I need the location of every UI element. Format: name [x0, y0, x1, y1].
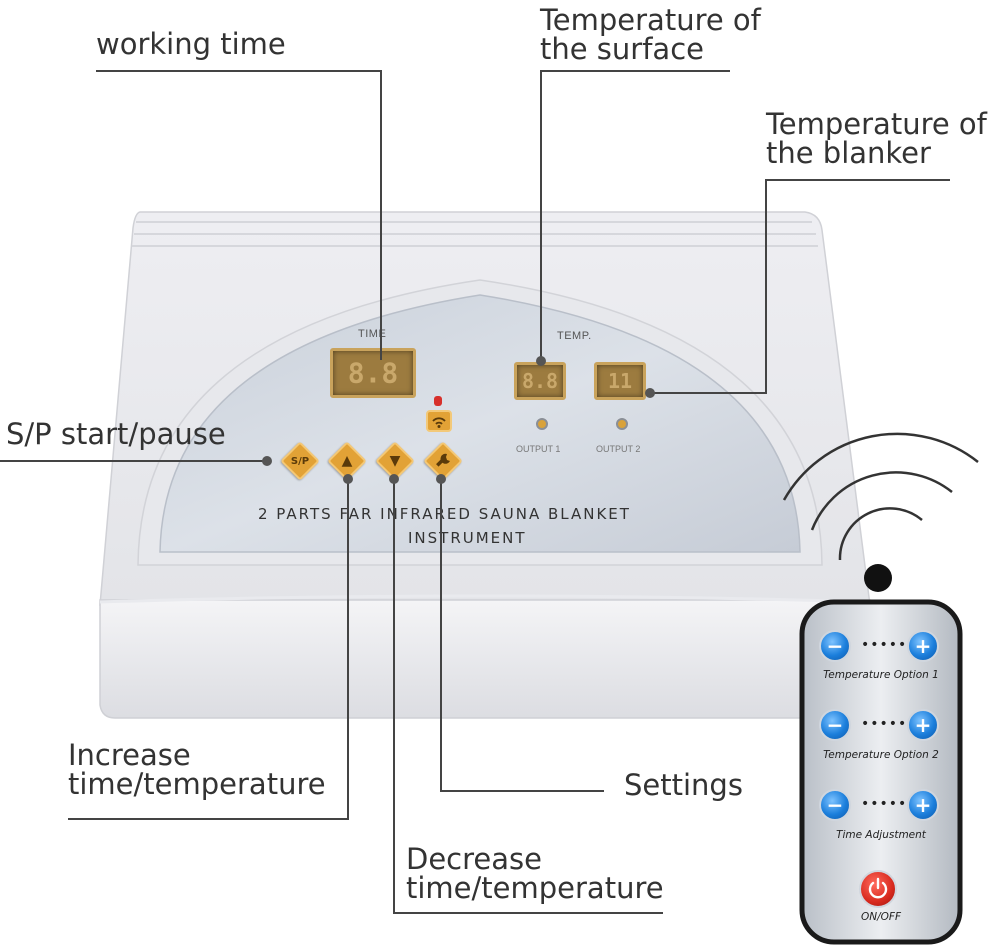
- settings-button[interactable]: [423, 441, 463, 481]
- sp-leader: [0, 460, 266, 462]
- blanket-temp-leader-v: [765, 179, 767, 394]
- decrease-leader-h: [393, 912, 663, 914]
- output-1-lamp: [536, 418, 548, 430]
- callout-decrease: Decrease time/temperature: [406, 842, 664, 905]
- callout-settings: Settings: [624, 768, 743, 802]
- red-led: [434, 396, 442, 406]
- time-adjust-dots: •••••: [861, 796, 908, 812]
- blanket-temp-leader-h2: [650, 392, 767, 394]
- working-time-leader-v: [380, 70, 382, 360]
- increase-leader-v: [347, 478, 349, 820]
- temp-option-2-plus[interactable]: +: [907, 709, 939, 741]
- decrease-dot: [389, 474, 399, 484]
- time-adjust-plus[interactable]: +: [907, 789, 939, 821]
- sp-button[interactable]: S/P: [280, 441, 320, 481]
- settings-leader-h: [440, 790, 604, 792]
- surface-temp-leader-h: [540, 70, 730, 72]
- settings-dot: [436, 474, 446, 484]
- output-1-label: OUTPUT 1: [516, 444, 561, 454]
- temp-option-1-plus[interactable]: +: [907, 630, 939, 662]
- settings-leader-v: [440, 478, 442, 792]
- sp-button-label: S/P: [290, 455, 310, 467]
- increase-button[interactable]: ▲: [327, 441, 367, 481]
- callout-blanket-temp: Temperature of the blanker: [766, 107, 987, 170]
- time-label: TIME: [358, 328, 387, 340]
- decrease-leader-v: [393, 478, 395, 914]
- surface-temp-display: 8.8: [514, 362, 566, 400]
- time-display-value: 8.8: [347, 356, 399, 390]
- product-name-line-1: 2 PARTS FAR INFRARED SAUNA BLANKET: [258, 505, 631, 523]
- time-display: 8.8: [330, 348, 416, 398]
- callout-surface-temp: Temperature of the surface: [540, 3, 761, 66]
- increase-leader-h: [68, 818, 349, 820]
- wrench-icon: [436, 453, 450, 467]
- increase-dot: [343, 474, 353, 484]
- temp-option-2-minus[interactable]: −: [819, 709, 851, 741]
- down-arrow-icon: ▼: [389, 453, 401, 469]
- output-2-lamp: [616, 418, 628, 430]
- temp-option-2-label: Temperature Option 2: [823, 749, 939, 761]
- blanket-temp-value: 11: [607, 369, 633, 393]
- temp-option-1-minus[interactable]: −: [819, 630, 851, 662]
- output-2-label: OUTPUT 2: [596, 444, 641, 454]
- surface-temp-leader-v: [540, 70, 542, 364]
- decrease-button[interactable]: ▼: [375, 441, 415, 481]
- wifi-signal-icon: [426, 410, 452, 432]
- power-label: ON/OFF: [860, 911, 901, 923]
- callout-increase: Increase time/temperature: [68, 738, 326, 801]
- temp-option-1-dots: •••••: [861, 637, 908, 653]
- power-button[interactable]: [859, 870, 897, 908]
- surface-temp-dot: [536, 356, 546, 366]
- time-adjust-label: Time Adjustment: [836, 829, 926, 841]
- temp-label: TEMP.: [557, 330, 592, 342]
- working-time-leader-h: [96, 70, 382, 72]
- callout-working-time: working time: [96, 27, 286, 61]
- blanket-temp-dot: [645, 388, 655, 398]
- time-adjust-minus[interactable]: −: [819, 789, 851, 821]
- product-name-line-2: INSTRUMENT: [408, 529, 527, 547]
- temp-option-2-dots: •••••: [861, 716, 908, 732]
- blanket-temp-leader-h: [765, 179, 950, 181]
- callout-sp: S/P start/pause: [6, 417, 226, 451]
- up-arrow-icon: ▲: [341, 453, 353, 469]
- blanket-temp-display: 11: [594, 362, 646, 400]
- surface-temp-value: 8.8: [521, 369, 559, 393]
- power-icon: [868, 877, 888, 899]
- temp-option-1-label: Temperature Option 1: [823, 669, 939, 681]
- sp-dot: [262, 456, 272, 466]
